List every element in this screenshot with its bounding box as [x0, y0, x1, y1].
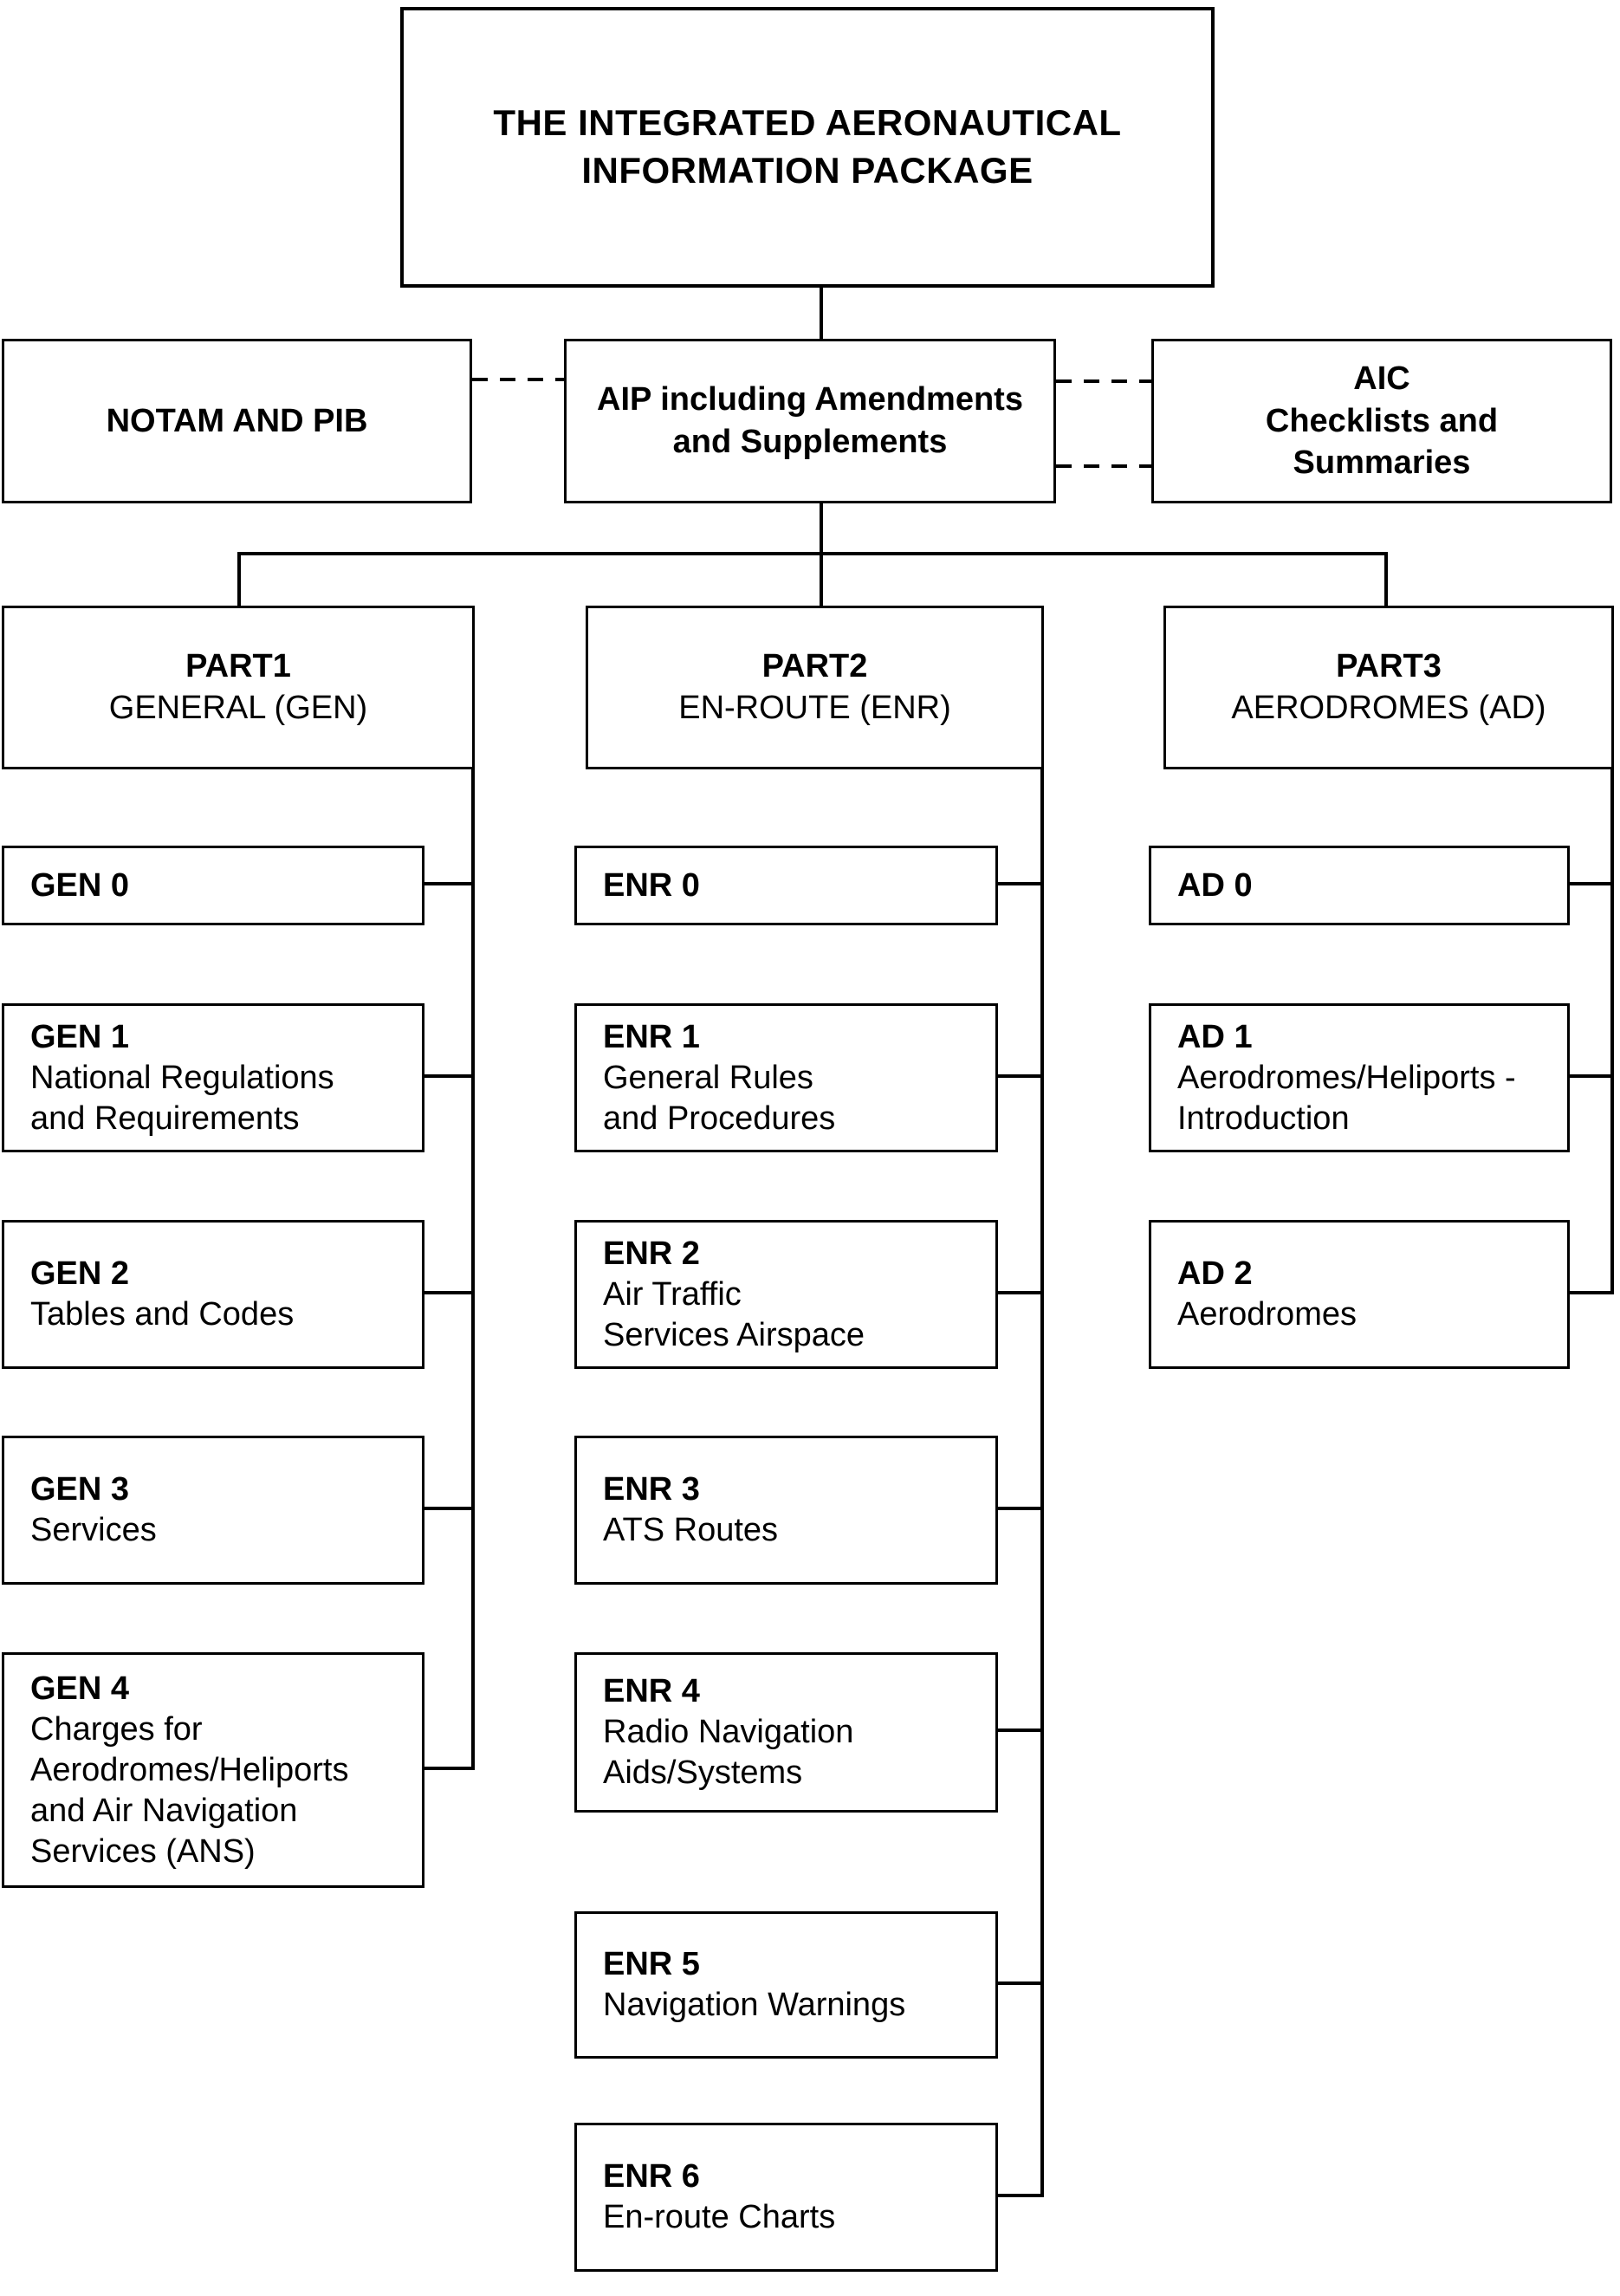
- ad-2-desc: Aerodromes: [1177, 1296, 1357, 1333]
- stub-ad-2: [1568, 1291, 1614, 1294]
- stub-enr-2: [996, 1291, 1044, 1294]
- enr-6-code: ENR 6: [603, 2158, 700, 2195]
- enr-4-desc: Radio Navigation Aids/Systems: [603, 1714, 854, 1791]
- part2-code: PART2: [761, 648, 868, 685]
- box-ad-1: AD 1 Aerodromes/Heliports - Introduction: [1149, 1003, 1570, 1152]
- box-gen-1: GEN 1 National Regulations and Requireme…: [2, 1003, 424, 1152]
- box-aic: AIC Checklists and Summaries: [1151, 339, 1612, 503]
- gen-4-code: GEN 4: [30, 1670, 130, 1707]
- part1-code: PART1: [185, 648, 291, 685]
- gen-4-desc: Charges for Aerodromes/Heliports and Air…: [30, 1710, 349, 1870]
- drop-to-part2: [820, 552, 823, 606]
- box-enr-4: ENR 4 Radio Navigation Aids/Systems: [574, 1652, 998, 1813]
- stub-gen-3: [423, 1507, 475, 1510]
- enr-5-desc: Navigation Warnings: [603, 1987, 906, 2023]
- ad-1-code: AD 1: [1177, 1018, 1253, 1055]
- gen-0-code: GEN 0: [30, 866, 130, 904]
- ad-2-code: AD 2: [1177, 1255, 1253, 1292]
- gen-1-code: GEN 1: [30, 1018, 130, 1055]
- box-gen-4: GEN 4 Charges for Aerodromes/Heliports a…: [2, 1652, 424, 1888]
- box-ad-0: AD 0: [1149, 846, 1570, 925]
- stub-gen-2: [423, 1291, 475, 1294]
- stub-enr-0: [996, 882, 1044, 885]
- enr-3-desc: ATS Routes: [603, 1512, 779, 1548]
- gen-2-code: GEN 2: [30, 1255, 130, 1292]
- box-enr-6: ENR 6 En-route Charts: [574, 2123, 998, 2272]
- part3-code: PART3: [1336, 648, 1442, 685]
- dashed-link-aip-aic-upper: [1056, 379, 1151, 383]
- connector-aip-to-bar: [820, 503, 823, 554]
- stub-enr-3: [996, 1507, 1044, 1510]
- connector-gen-column: [471, 769, 475, 1770]
- stub-gen-1: [423, 1074, 475, 1078]
- part3-name: AERODROMES (AD): [1231, 689, 1546, 726]
- gen-3-desc: Services: [30, 1512, 157, 1548]
- box-enr-0: ENR 0: [574, 846, 998, 925]
- box-enr-1: ENR 1 General Rules and Procedures: [574, 1003, 998, 1152]
- stub-ad-1: [1568, 1074, 1614, 1078]
- aic-label: AIC Checklists and Summaries: [1265, 360, 1499, 482]
- box-enr-3: ENR 3 ATS Routes: [574, 1436, 998, 1585]
- enr-4-code: ENR 4: [603, 1673, 700, 1709]
- drop-to-part3: [1384, 552, 1388, 606]
- box-enr-5: ENR 5 Navigation Warnings: [574, 1911, 998, 2059]
- part2-name: EN-ROUTE (ENR): [678, 689, 951, 726]
- stub-ad-0: [1568, 882, 1614, 885]
- box-enr-2: ENR 2 Air Traffic Services Airspace: [574, 1220, 998, 1369]
- box-gen-2: GEN 2 Tables and Codes: [2, 1220, 424, 1369]
- stub-enr-1: [996, 1074, 1044, 1078]
- connector-enr-column: [1040, 769, 1044, 2197]
- box-integrated-package: THE INTEGRATED AERONAUTICAL INFORMATION …: [400, 7, 1215, 288]
- box-part1: PART1 GENERAL (GEN): [2, 606, 475, 769]
- stub-gen-0: [423, 882, 475, 885]
- gen-3-code: GEN 3: [30, 1471, 130, 1508]
- distribution-bar: [237, 552, 1388, 555]
- box-part2: PART2 EN-ROUTE (ENR): [586, 606, 1044, 769]
- box-aip: AIP including Amendments and Supplements: [564, 339, 1056, 503]
- box-notam-pib: NOTAM AND PIB: [2, 339, 472, 503]
- aip-label: AIP including Amendments and Supplements: [597, 381, 1023, 460]
- stub-enr-4: [996, 1728, 1044, 1732]
- enr-2-desc: Air Traffic Services Airspace: [603, 1275, 865, 1353]
- connector-top-to-aip: [820, 288, 823, 339]
- part1-name: GENERAL (GEN): [108, 689, 368, 726]
- stub-enr-5: [996, 1981, 1044, 1985]
- stub-enr-6: [996, 2194, 1044, 2197]
- enr-2-code: ENR 2: [603, 1235, 700, 1272]
- box-gen-3: GEN 3 Services: [2, 1436, 424, 1585]
- ad-0-code: AD 0: [1177, 866, 1253, 904]
- connector-ad-column: [1610, 769, 1614, 1294]
- enr-3-code: ENR 3: [603, 1471, 700, 1508]
- dashed-link-notam-aip: [472, 378, 564, 381]
- box-ad-2: AD 2 Aerodromes: [1149, 1220, 1570, 1369]
- box-gen-0: GEN 0: [2, 846, 424, 925]
- dashed-link-aip-aic-lower: [1056, 464, 1151, 468]
- enr-0-code: ENR 0: [603, 866, 700, 904]
- gen-1-desc: National Regulations and Requirements: [30, 1059, 334, 1137]
- enr-6-desc: En-route Charts: [603, 2199, 836, 2235]
- stub-gen-4: [423, 1767, 475, 1770]
- ad-1-desc: Aerodromes/Heliports - Introduction: [1177, 1059, 1516, 1137]
- enr-1-desc: General Rules and Procedures: [603, 1059, 836, 1137]
- integrated-package-label: THE INTEGRATED AERONAUTICAL INFORMATION …: [493, 102, 1122, 191]
- drop-to-part1: [237, 552, 241, 606]
- enr-1-code: ENR 1: [603, 1018, 700, 1055]
- notam-pib-label: NOTAM AND PIB: [106, 402, 368, 439]
- box-part3: PART3 AERODROMES (AD): [1163, 606, 1614, 769]
- gen-2-desc: Tables and Codes: [30, 1296, 295, 1333]
- enr-5-code: ENR 5: [603, 1946, 700, 1982]
